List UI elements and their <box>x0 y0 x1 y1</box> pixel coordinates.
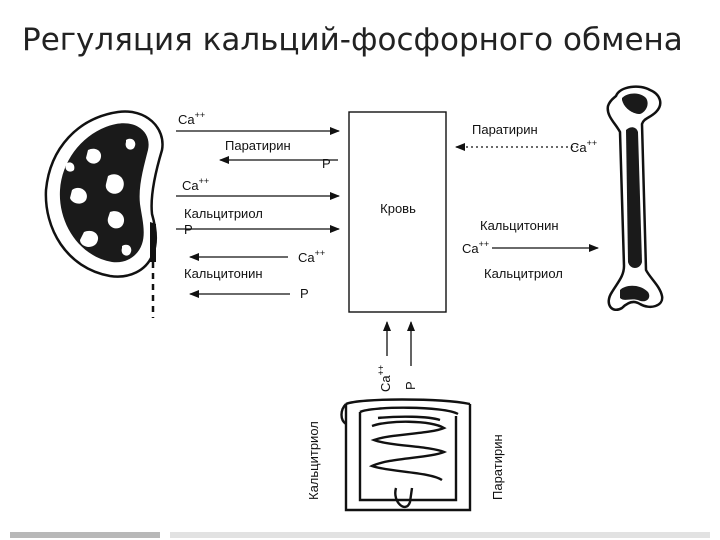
blood-box-label: Кровь <box>380 201 416 216</box>
bone-calcitonin-label: Кальцитонин <box>480 218 559 233</box>
kidney-calcitriol-label: Кальцитриол <box>184 206 263 221</box>
gut-arrows <box>383 321 415 366</box>
kidney-calcitonin-label: Кальцитонин <box>184 266 263 281</box>
gut-ca-label: Ca++ <box>376 365 393 392</box>
bone-ca-label-1: Ca++ <box>570 138 597 155</box>
bone-calcitriol-label: Кальцитриол <box>484 266 563 281</box>
kidney-p-label-1: P <box>322 156 331 171</box>
kidney-arrows <box>176 127 340 298</box>
bone-illustration <box>606 85 664 311</box>
bone-arrows <box>455 143 599 252</box>
kidney-p-label-2: P <box>184 222 193 237</box>
kidney-ca-label-1: Ca++ <box>178 110 205 127</box>
intestine-illustration <box>340 398 472 512</box>
slide-title: Регуляция кальций-фосфорного обмена <box>22 22 683 58</box>
kidney-ca-label-2: Ca++ <box>182 176 209 193</box>
blood-box <box>348 111 447 313</box>
kidney-paratyrin-label: Паратирин <box>225 138 291 153</box>
gut-paratyrin-label: Паратирин <box>490 434 505 500</box>
footer-text-strip <box>0 530 720 540</box>
kidney-illustration <box>44 110 164 318</box>
kidney-p-label-3: P <box>300 286 309 301</box>
gut-p-label: P <box>403 381 418 390</box>
bone-paratyrin-label: Паратирин <box>472 122 538 137</box>
kidney-ca-label-3: Ca++ <box>298 248 325 265</box>
gut-calcitriol-label: Кальцитриол <box>306 421 321 500</box>
bone-ca-label-2: Ca++ <box>462 239 489 256</box>
